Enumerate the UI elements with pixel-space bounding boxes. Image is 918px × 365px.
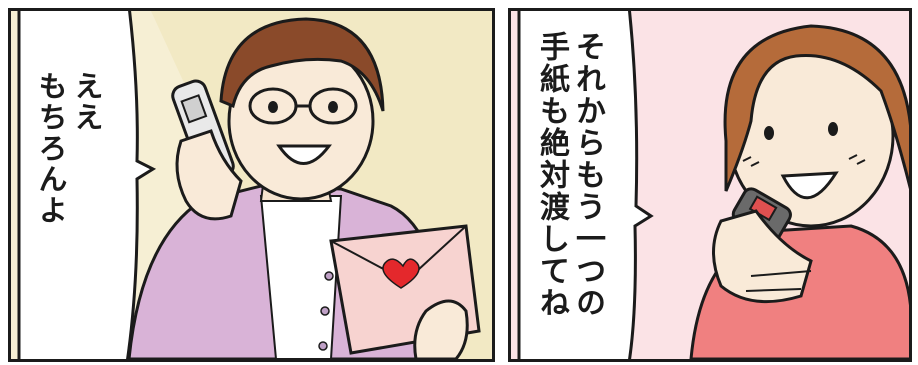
speech-text-left: ええ もちろんよ	[33, 71, 105, 226]
speech-text-right: それからもう一つの 手紙も絶対渡してね	[533, 31, 605, 319]
speech-bubble-left	[17, 11, 157, 359]
comic-panel-right: それからもう一つの 手紙も絶対渡してね	[508, 8, 912, 362]
speech-line-2: 手紙も絶対渡してね	[534, 31, 569, 319]
speech-line-2: もちろんよ	[34, 71, 68, 226]
speech-line-1: それからもう一つの	[570, 31, 605, 319]
panel-left-art	[11, 11, 492, 359]
speech-line-1: ええ	[70, 71, 104, 133]
panel-right-art	[511, 11, 909, 359]
speech-bubble-right	[517, 11, 654, 359]
comic-panel-left: ええ もちろんよ	[8, 8, 495, 362]
